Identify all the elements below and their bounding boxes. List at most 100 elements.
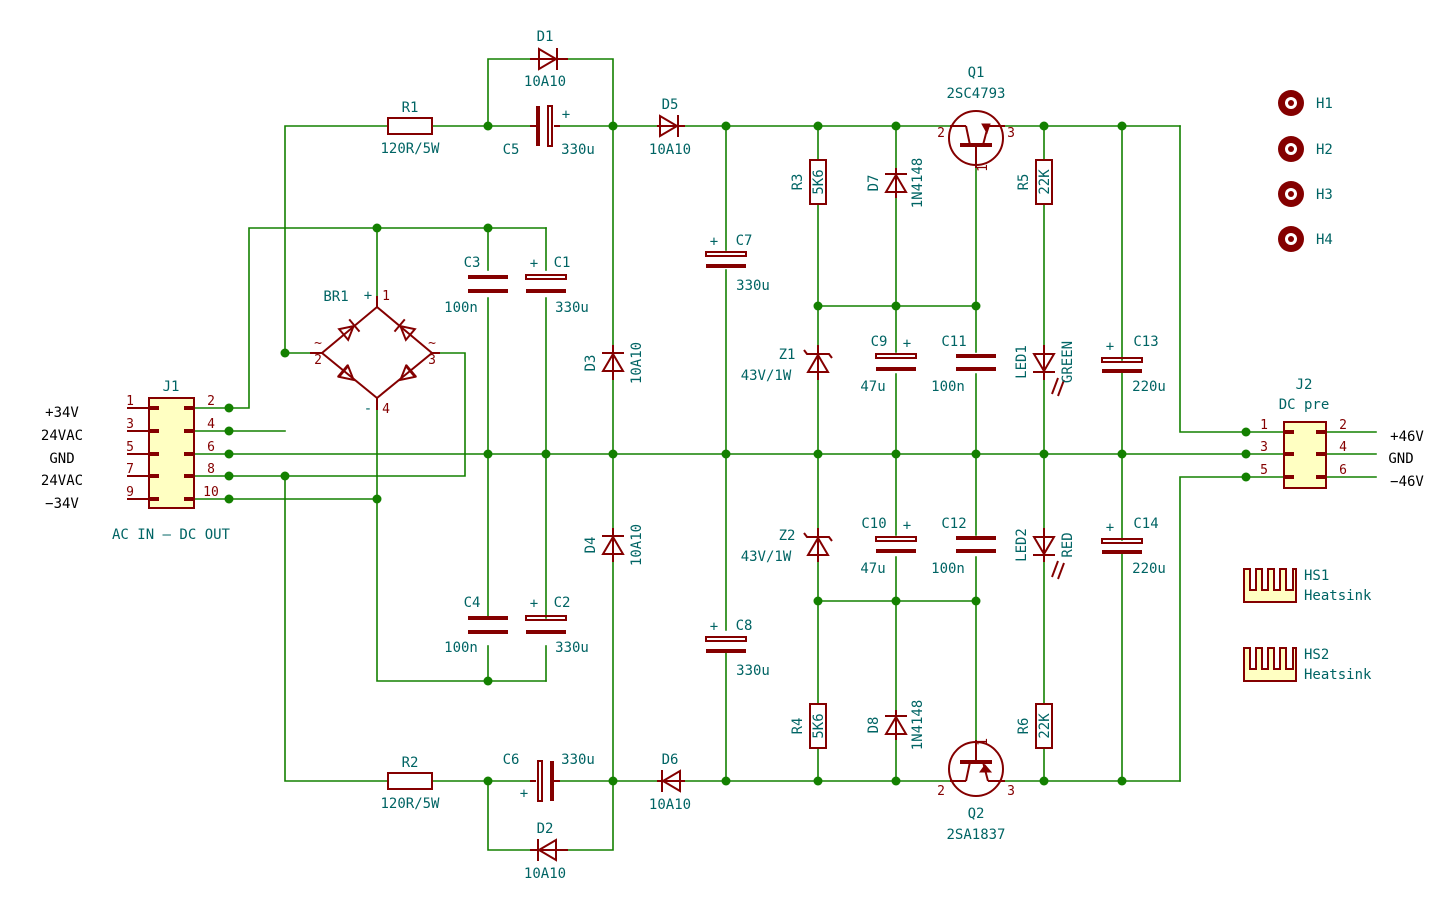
hs2-ref: HS2 bbox=[1304, 647, 1329, 663]
hole-label: H1 bbox=[1316, 96, 1333, 112]
net-label: 24VAC bbox=[41, 428, 83, 444]
j2-pin: 3 bbox=[1260, 440, 1268, 455]
d8-value: 1N4148 bbox=[910, 700, 926, 751]
br1-pin: 3 bbox=[428, 353, 436, 368]
plus-mark: + bbox=[1106, 520, 1114, 536]
plus-mark: + bbox=[903, 518, 911, 534]
j2-pin: 2 bbox=[1339, 418, 1347, 433]
d6-ref: D6 bbox=[662, 752, 679, 768]
capacitor-c12: C12 100n bbox=[931, 516, 996, 577]
diode-d6: D6 10A10 bbox=[649, 752, 691, 813]
c3-value: 100n bbox=[444, 300, 478, 316]
d5-ref: D5 bbox=[662, 97, 679, 113]
led1-ref: LED1 bbox=[1014, 345, 1030, 379]
plus-mark: + bbox=[1106, 339, 1114, 355]
d1-value: 10A10 bbox=[524, 74, 566, 90]
capacitor-c6: + C6 330u bbox=[503, 752, 595, 802]
r1-value: 120R/5W bbox=[380, 141, 440, 157]
resistor-r3: R3 5K6 bbox=[790, 159, 827, 205]
c8-ref: C8 bbox=[736, 618, 753, 634]
c5-ref: C5 bbox=[503, 142, 520, 158]
z1-ref: Z1 bbox=[779, 347, 796, 363]
capacitor-c3: C3 100n bbox=[444, 255, 508, 316]
c1-ref: C1 bbox=[554, 255, 571, 271]
c1-value: 330u bbox=[555, 300, 589, 316]
c14-value: 220u bbox=[1132, 561, 1166, 577]
capacitor-c2: + C2 330u bbox=[525, 595, 589, 656]
c7-value: 330u bbox=[736, 278, 770, 294]
bridge-rectifier-br1: BR1 + - ~ ~ 1 2 3 4 bbox=[310, 288, 440, 417]
d4-ref: D4 bbox=[583, 537, 599, 554]
diode-d7: D7 1N4148 bbox=[866, 158, 926, 209]
j1-pin: 6 bbox=[207, 440, 215, 455]
diode-d8: D8 1N4148 bbox=[866, 700, 926, 751]
j2-pin: 4 bbox=[1339, 440, 1347, 455]
j2-value: DC pre bbox=[1279, 397, 1330, 413]
j2-pin: 5 bbox=[1260, 463, 1268, 478]
capacitor-c14: + C14 220u bbox=[1101, 516, 1166, 577]
capacitor-c1: + C1 330u bbox=[525, 255, 589, 316]
j2-pin: 1 bbox=[1260, 418, 1268, 433]
capacitor-c5: + C5 330u bbox=[503, 105, 595, 158]
q1-pin: 3 bbox=[1007, 126, 1015, 141]
transistor-q1: Q1 2SC4793 1 2 3 bbox=[937, 65, 1015, 172]
capacitor-c9: + C9 47u bbox=[860, 334, 917, 395]
capacitor-c8: + C8 330u bbox=[705, 618, 770, 679]
zener-z2: Z2 43V/1W bbox=[741, 528, 833, 565]
br1-plus: + bbox=[364, 288, 372, 304]
resistor-r4: R4 5K6 bbox=[790, 703, 827, 749]
br1-pin: 2 bbox=[314, 353, 322, 368]
c11-value: 100n bbox=[931, 379, 965, 395]
capacitor-c11: C11 100n bbox=[931, 334, 996, 395]
r1-ref: R1 bbox=[402, 100, 419, 116]
heatsink-hs2: HS2 Heatsink bbox=[1243, 647, 1372, 683]
j2-pin: 6 bbox=[1339, 463, 1347, 478]
d7-ref: D7 bbox=[866, 175, 882, 192]
hole-label: H2 bbox=[1316, 142, 1333, 158]
r6-ref: R6 bbox=[1016, 718, 1032, 735]
c12-ref: C12 bbox=[941, 516, 966, 532]
q2-pin: 3 bbox=[1007, 784, 1015, 799]
resistor-r1: R1 120R/5W bbox=[380, 100, 440, 157]
q1-value: 2SC4793 bbox=[946, 86, 1005, 102]
d1-ref: D1 bbox=[537, 29, 554, 45]
br1-pin: 4 bbox=[382, 402, 390, 417]
j1-pin: 3 bbox=[126, 417, 134, 432]
r5-ref: R5 bbox=[1016, 174, 1032, 191]
r5-value: 22K bbox=[1037, 169, 1053, 195]
c10-value: 47u bbox=[860, 561, 885, 577]
capacitor-c7: + C7 330u bbox=[705, 233, 770, 294]
j1-ref: J1 bbox=[163, 379, 180, 395]
led-led2: LED2 RED bbox=[1014, 528, 1076, 580]
d8-ref: D8 bbox=[866, 717, 882, 734]
r2-ref: R2 bbox=[402, 755, 419, 771]
br1-ref: BR1 bbox=[323, 289, 348, 305]
c3-ref: C3 bbox=[464, 255, 481, 271]
c11-ref: C11 bbox=[941, 334, 966, 350]
d3-value: 10A10 bbox=[629, 342, 645, 384]
c4-value: 100n bbox=[444, 640, 478, 656]
heatsink-hs1: HS1 Heatsink bbox=[1243, 568, 1372, 604]
r3-value: 5K6 bbox=[811, 169, 827, 194]
plus-mark: + bbox=[710, 234, 718, 250]
hs1-ref: HS1 bbox=[1304, 568, 1329, 584]
net-label: +34V bbox=[45, 405, 79, 421]
q1-pin: 2 bbox=[937, 126, 945, 141]
q2-pin: 1 bbox=[976, 738, 991, 746]
c5-value: 330u bbox=[561, 142, 595, 158]
q2-pin: 2 bbox=[937, 784, 945, 799]
z1-value: 43V/1W bbox=[741, 368, 792, 384]
net-label: 24VAC bbox=[41, 473, 83, 489]
junctions bbox=[224, 121, 1251, 786]
diode-d4: D4 10A10 bbox=[583, 524, 645, 566]
br1-tilde: ~ bbox=[428, 336, 436, 351]
br1-tilde: ~ bbox=[314, 336, 322, 351]
capacitor-c4: C4 100n bbox=[444, 595, 508, 656]
hs2-value: Heatsink bbox=[1304, 667, 1372, 683]
resistor-r2: R2 120R/5W bbox=[380, 755, 440, 812]
resistor-r5: R5 22K bbox=[1016, 159, 1053, 205]
net-label: −34V bbox=[45, 496, 79, 512]
j1-pin: 7 bbox=[126, 462, 134, 477]
